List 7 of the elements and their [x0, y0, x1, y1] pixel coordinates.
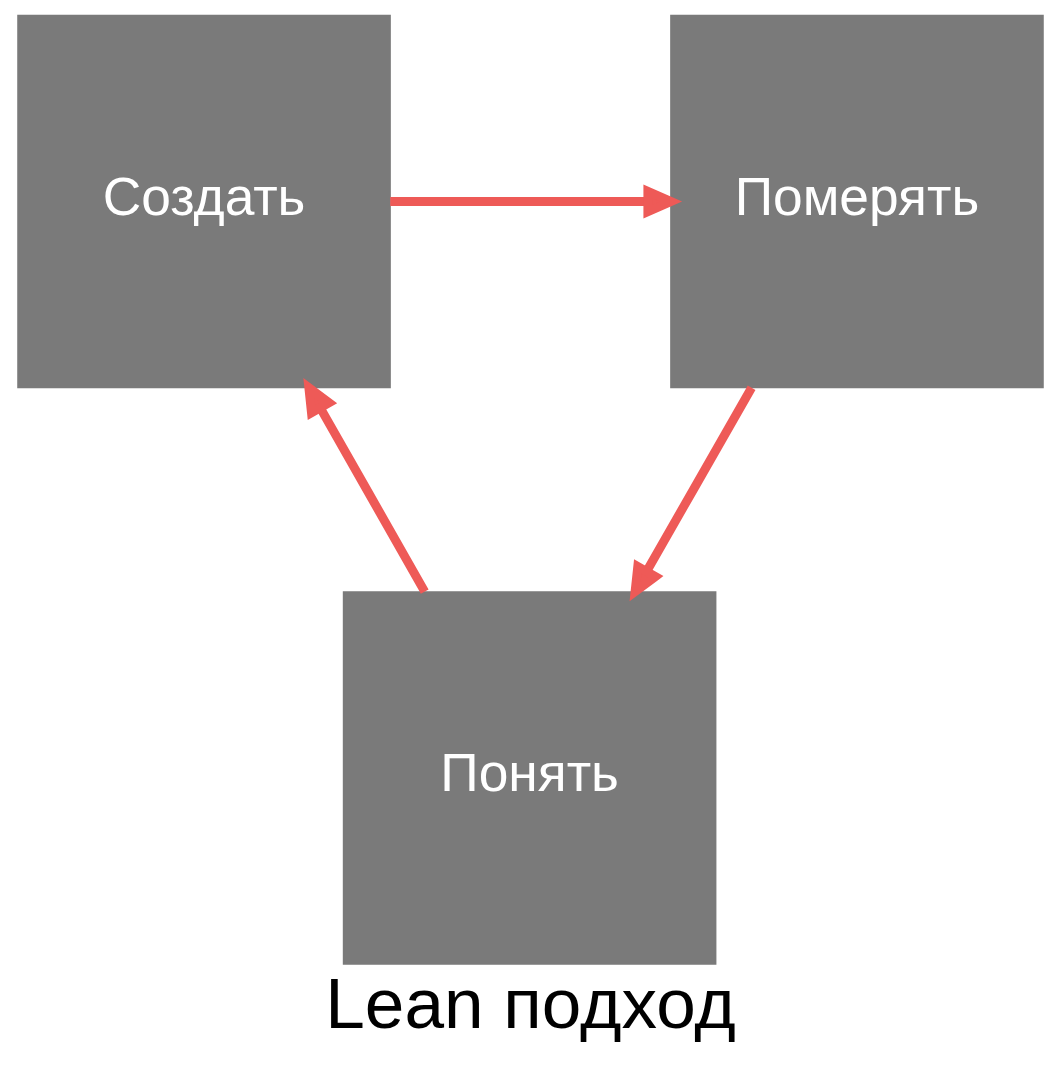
node-box: Померять	[670, 14, 1044, 389]
arrow	[390, 184, 683, 219]
arrow	[629, 385, 756, 602]
arrow	[303, 378, 429, 594]
node-box: Понять	[342, 591, 717, 965]
caption: Lean подход	[325, 963, 736, 1043]
node-box: Создать	[17, 14, 391, 389]
